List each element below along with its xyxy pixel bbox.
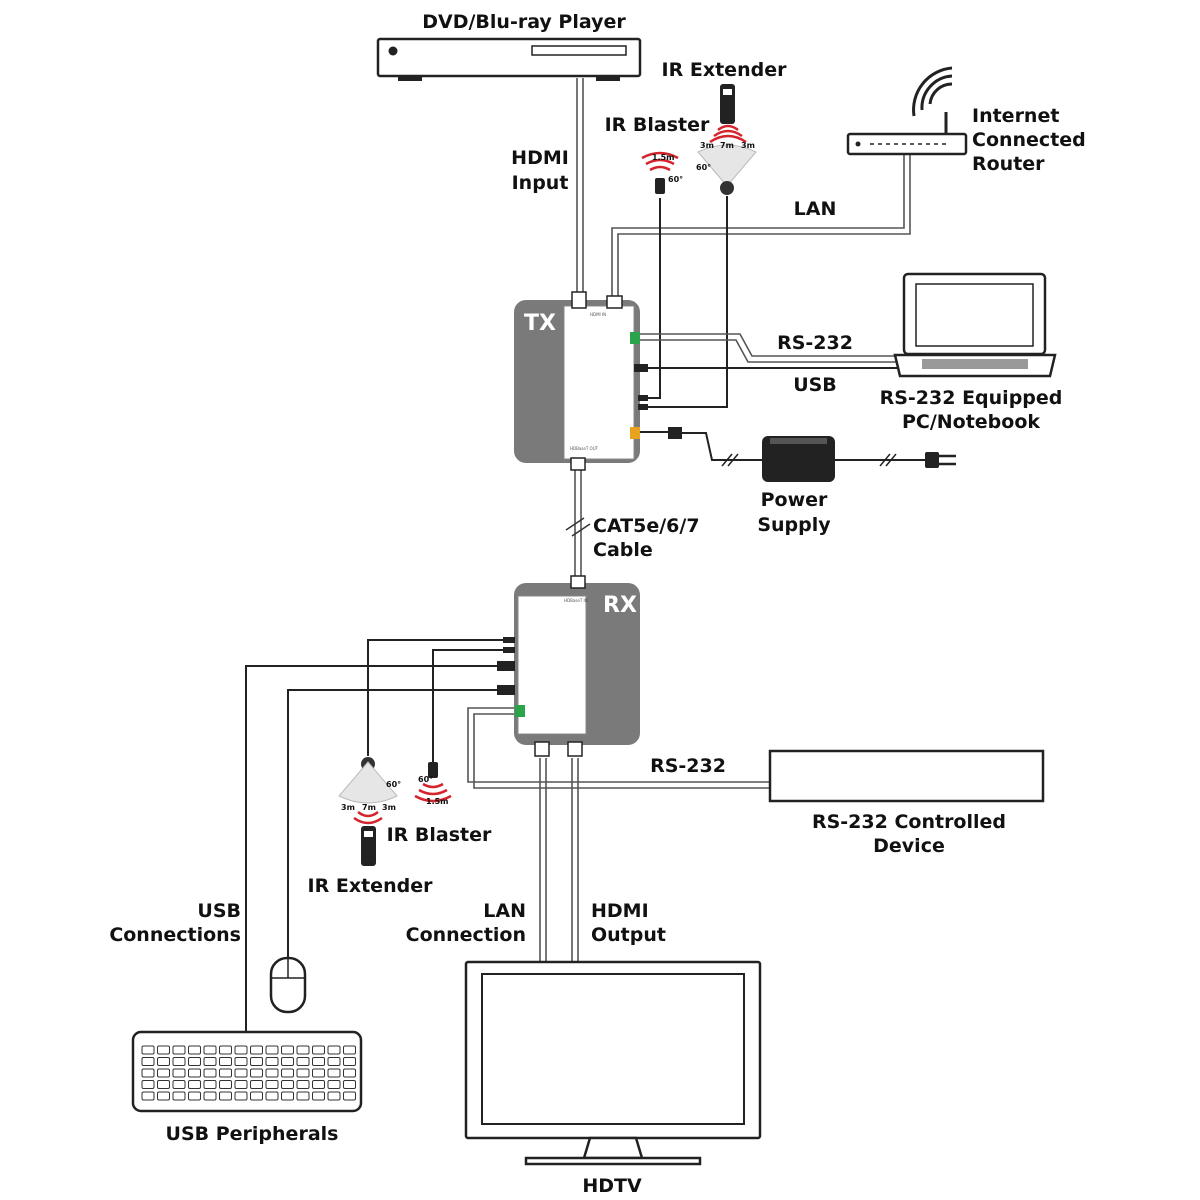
- label-cat-line2: Cable: [593, 539, 653, 561]
- label-power-line2: Supply: [757, 514, 831, 536]
- cat-cable: [565, 470, 591, 580]
- label-pc-line1: RS-232 Equipped: [880, 387, 1063, 409]
- spec-ir-ext-bot-7m: 7m: [362, 803, 376, 812]
- spec-ir-bl-top-60: 60°: [668, 175, 683, 184]
- ir-blaster-top-cable: [648, 198, 661, 399]
- label-ir-extender-top: IR Extender: [662, 59, 788, 81]
- label-pc-line2: PC/Notebook: [902, 411, 1040, 433]
- label-lan-connection-line2: Connection: [406, 924, 526, 946]
- spec-ir-ext-top-3m-left: 3m: [700, 141, 714, 150]
- label-router-line3: Router: [972, 153, 1045, 175]
- hdmi-output-cable: [571, 758, 579, 962]
- rx-unit: HDBaseT IN: [497, 575, 640, 757]
- label-usb-peripherals: USB Peripherals: [166, 1123, 339, 1145]
- label-hdmi-input-line2: Input: [512, 172, 569, 194]
- label-tx: TX: [524, 311, 556, 336]
- ir-extender-top: [697, 84, 757, 195]
- power-supply: [762, 436, 956, 482]
- label-rs232-bottom: RS-232: [650, 755, 726, 777]
- label-power-line1: Power: [761, 489, 828, 511]
- lan-cable: [611, 155, 911, 296]
- rs232-controlled-device: [768, 749, 1045, 803]
- label-ir-blaster-top: IR Blaster: [605, 114, 710, 136]
- mouse: [269, 956, 307, 1014]
- rs232-top-cable: [640, 333, 906, 363]
- label-hdmi-input-line1: HDMI: [511, 147, 569, 169]
- ir-extender-top-cable: [648, 196, 728, 408]
- rx-ir-blaster-cable: [432, 649, 505, 762]
- keyboard: [131, 1030, 363, 1113]
- label-lan-connection-line1: LAN: [483, 900, 526, 922]
- label-dvd-player: DVD/Blu-ray Player: [422, 11, 626, 33]
- ir-blaster-bottom: [414, 762, 452, 803]
- label-hdmi-output-line2: Output: [591, 924, 666, 946]
- label-ir-blaster-bottom: IR Blaster: [387, 824, 492, 846]
- rx-usb-mouse-cable: [287, 689, 500, 958]
- rs232-bottom-cable: [467, 707, 770, 789]
- spec-ir-ext-bot-3m-left: 3m: [341, 803, 355, 812]
- ir-extender-bottom: [338, 757, 398, 866]
- label-usb-connections-line2: Connections: [109, 924, 241, 946]
- label-hdmi-output-line1: HDMI: [591, 900, 649, 922]
- label-router-line2: Connected: [972, 129, 1086, 151]
- label-lan-top: LAN: [794, 198, 837, 220]
- svg-text:HDBaseT IN: HDBaseT IN: [564, 598, 588, 603]
- wifi-icon: [912, 66, 953, 117]
- svg-text:HDMI IN: HDMI IN: [590, 312, 606, 317]
- label-usb-connections-line1: USB: [197, 900, 241, 922]
- laptop: [893, 272, 1057, 378]
- ir-blaster-top: [641, 151, 679, 194]
- dvd-player: [376, 37, 642, 81]
- spec-ir-ext-bot-3m-right: 3m: [382, 803, 396, 812]
- spec-ir-bl-bot-60: 60°: [418, 775, 433, 784]
- label-router-line1: Internet: [972, 105, 1059, 127]
- router: [846, 66, 968, 156]
- label-rs232-top: RS-232: [777, 332, 853, 354]
- label-hdtv: HDTV: [582, 1175, 642, 1197]
- label-rs232-device-line2: Device: [873, 835, 945, 857]
- spec-ir-ext-top-7m: 7m: [720, 141, 734, 150]
- label-usb-top: USB: [793, 374, 837, 396]
- label-ir-extender-bottom: IR Extender: [308, 875, 434, 897]
- spec-ir-bl-bot-15: 1.5m: [426, 797, 449, 806]
- lan-connection-cable: [539, 758, 547, 962]
- hdtv: [464, 960, 762, 1166]
- spec-ir-ext-top-60: 60°: [696, 163, 711, 172]
- rx-usb-keyboard-cable: [245, 665, 500, 1032]
- label-rs232-device-line1: RS-232 Controlled: [812, 811, 1006, 833]
- tx-unit: HDMI IN HDBaseT OUT: [514, 291, 648, 471]
- svg-text:HDBaseT OUT: HDBaseT OUT: [570, 446, 599, 451]
- power-cable: [640, 427, 925, 467]
- spec-ir-ext-bot-60: 60°: [386, 780, 401, 789]
- spec-ir-bl-top-15: 1.5m: [652, 153, 675, 162]
- hdmi-input-cable: [576, 78, 584, 292]
- spec-ir-ext-top-3m-right: 3m: [741, 141, 755, 150]
- label-rx: RX: [603, 593, 637, 618]
- rx-ir-extender-cable: [367, 639, 505, 756]
- label-cat-line1: CAT5e/6/7: [593, 515, 700, 537]
